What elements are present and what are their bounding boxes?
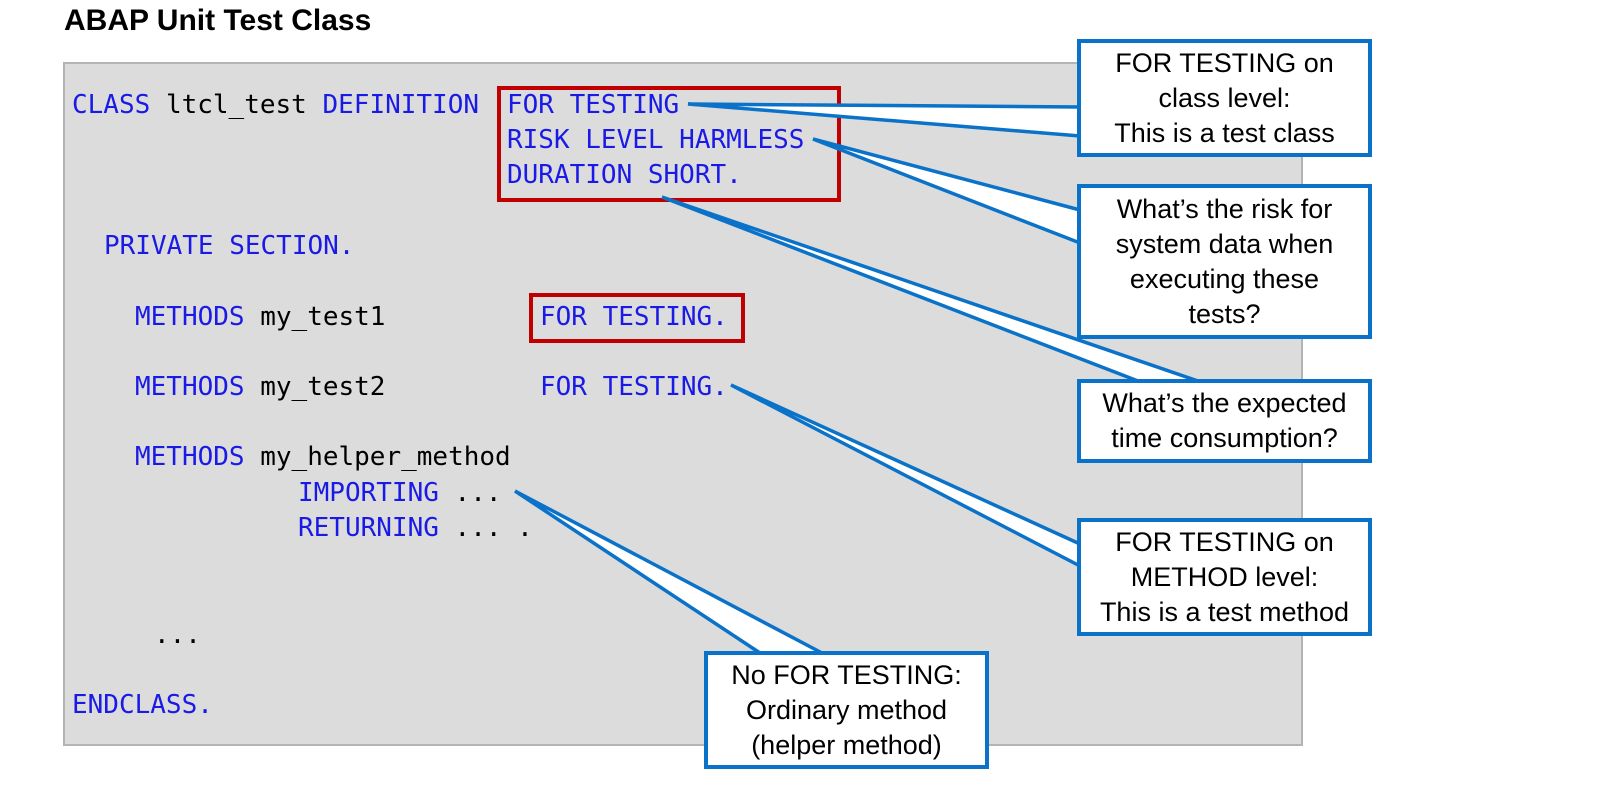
code-identifier: my_test1	[260, 302, 386, 332]
code-line-9: RETURNING ... .	[298, 513, 533, 543]
callout-text: (helper method)	[751, 729, 942, 760]
code-keyword: IMPORTING	[298, 478, 439, 508]
code-line-5: METHODS my_test1	[135, 302, 385, 332]
callout-pointer-helper	[514, 489, 823, 655]
code-line-6-addition: FOR TESTING.	[540, 372, 728, 402]
callout-class-level: FOR TESTING on class level: This is a te…	[1077, 39, 1372, 157]
code-line-2: RISK LEVEL HARMLESS	[507, 125, 805, 155]
code-line-10: ...	[154, 620, 201, 650]
code-line-1: CLASS ltcl_test DEFINITION	[72, 90, 479, 120]
callout-text: What’s the expected	[1102, 388, 1347, 418]
code-line-8: IMPORTING ...	[298, 478, 502, 508]
method-level-highlight-box	[529, 293, 745, 343]
callout-text: This is a test method	[1099, 596, 1350, 627]
code-ellipsis: ...	[454, 478, 502, 508]
callout-risk-level: What’s the risk for system data when exe…	[1077, 184, 1372, 339]
callout-text: Ordinary method	[745, 694, 948, 725]
callout-pointer-risk	[812, 137, 1082, 246]
callout-text: FOR TESTING on	[1115, 47, 1334, 78]
callout-text: This is a test class	[1114, 117, 1335, 148]
callout-pointer-method-level	[730, 383, 1082, 569]
code-line-3: DURATION SHORT.	[507, 160, 742, 190]
callout-text: FOR TESTING on	[1115, 526, 1334, 557]
callout-text: What’s the risk for	[1116, 193, 1333, 224]
code-keyword: RETURNING	[298, 513, 439, 543]
code-keyword: METHODS	[135, 302, 245, 332]
code-line-1-addition: FOR TESTING	[507, 90, 680, 120]
callout-text: time consumption?	[1111, 423, 1338, 453]
callout-text: class level:	[1158, 82, 1291, 113]
callout-duration: What’s the expected time consumption?	[1077, 379, 1372, 463]
callout-text: tests?	[1188, 298, 1261, 329]
code-identifier: my_test2	[260, 372, 386, 402]
code-line-5-addition: FOR TESTING.	[540, 302, 728, 332]
callout-text: system data when	[1115, 228, 1334, 259]
callout-method-level: FOR TESTING on METHOD level: This is a t…	[1077, 518, 1372, 636]
code-line-11: ENDCLASS.	[72, 690, 213, 720]
callout-text: No FOR TESTING:	[731, 659, 962, 690]
code-line-6: METHODS my_test2	[135, 372, 385, 402]
callout-text: executing these	[1129, 263, 1320, 294]
code-keyword: METHODS	[135, 372, 245, 402]
code-identifier: my_helper_method	[260, 442, 511, 472]
code-identifier: ltcl_test	[165, 90, 307, 120]
code-keyword: METHODS	[135, 442, 245, 472]
callout-helper-method: No FOR TESTING: Ordinary method (helper …	[704, 651, 989, 769]
code-line-4: PRIVATE SECTION.	[104, 231, 355, 261]
code-keyword: DEFINITION	[322, 90, 480, 120]
code-ellipsis: ... .	[454, 513, 533, 543]
page-title: ABAP Unit Test Class	[64, 4, 372, 37]
code-line-7: METHODS my_helper_method	[135, 442, 511, 472]
callout-text: METHOD level:	[1130, 561, 1319, 592]
callout-pointer-class-level	[687, 102, 1082, 138]
code-keyword: CLASS	[72, 90, 151, 120]
